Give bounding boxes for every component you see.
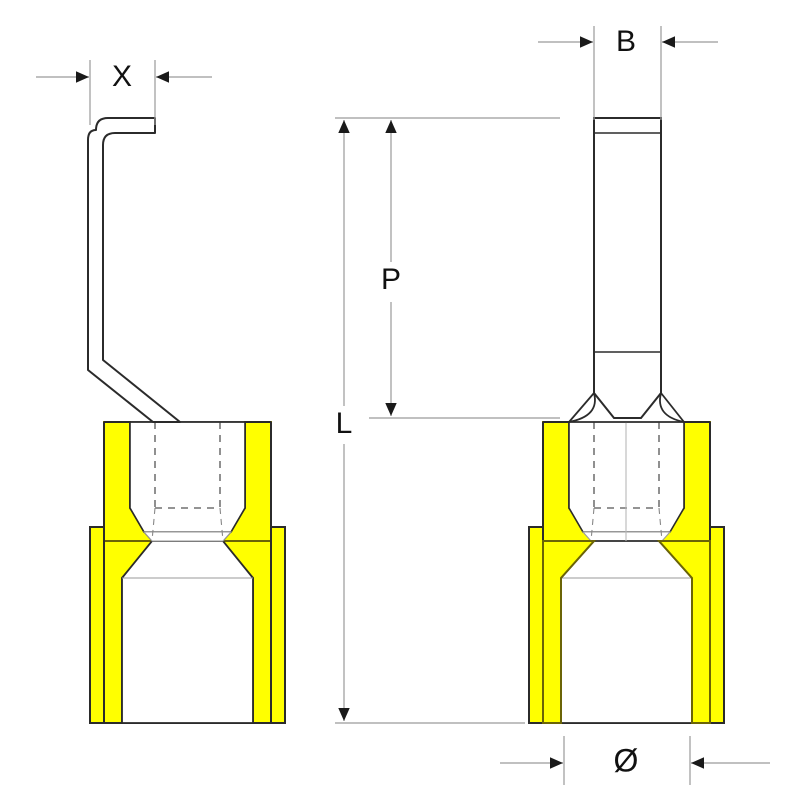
right-insulation-lower-left bbox=[542, 540, 597, 724]
dimension-p: P bbox=[335, 117, 560, 419]
left-hidden-line-taper-right bbox=[219, 507, 224, 542]
right-insulation-lower-right bbox=[656, 540, 711, 724]
right-insulation-step-left bbox=[528, 526, 544, 724]
left-tab-profile bbox=[87, 117, 181, 423]
right-pin-blade bbox=[593, 117, 662, 419]
right-view bbox=[528, 117, 725, 724]
left-view bbox=[87, 117, 286, 724]
l-dimension-label: L bbox=[336, 407, 353, 440]
x-dimension-label: X bbox=[112, 60, 132, 93]
left-inner-white-upper bbox=[129, 421, 246, 533]
right-hidden-line-taper-right bbox=[658, 507, 663, 542]
dimension-b: B bbox=[538, 25, 718, 120]
right-pin-flare-right-edge bbox=[660, 392, 685, 423]
dimension-x: X bbox=[36, 60, 212, 125]
right-wire-barrel-interior bbox=[560, 540, 693, 724]
left-crimp-neck bbox=[142, 531, 233, 542]
left-insulation-step-right bbox=[270, 526, 286, 724]
left-inner-white-lower bbox=[121, 540, 254, 724]
b-dimension-label: B bbox=[616, 25, 636, 58]
dimension-l: L bbox=[335, 119, 525, 724]
left-insulation-step-left bbox=[89, 526, 105, 724]
dimension-diameter: Ø bbox=[500, 736, 770, 785]
diameter-dimension-label: Ø bbox=[614, 742, 639, 778]
right-insulation-step-right bbox=[709, 526, 725, 724]
p-dimension-label: P bbox=[381, 263, 401, 296]
right-hidden-line-taper-left bbox=[590, 507, 595, 542]
right-pin-flare-left-edge bbox=[568, 392, 595, 423]
left-hidden-line-taper-left bbox=[151, 507, 156, 542]
